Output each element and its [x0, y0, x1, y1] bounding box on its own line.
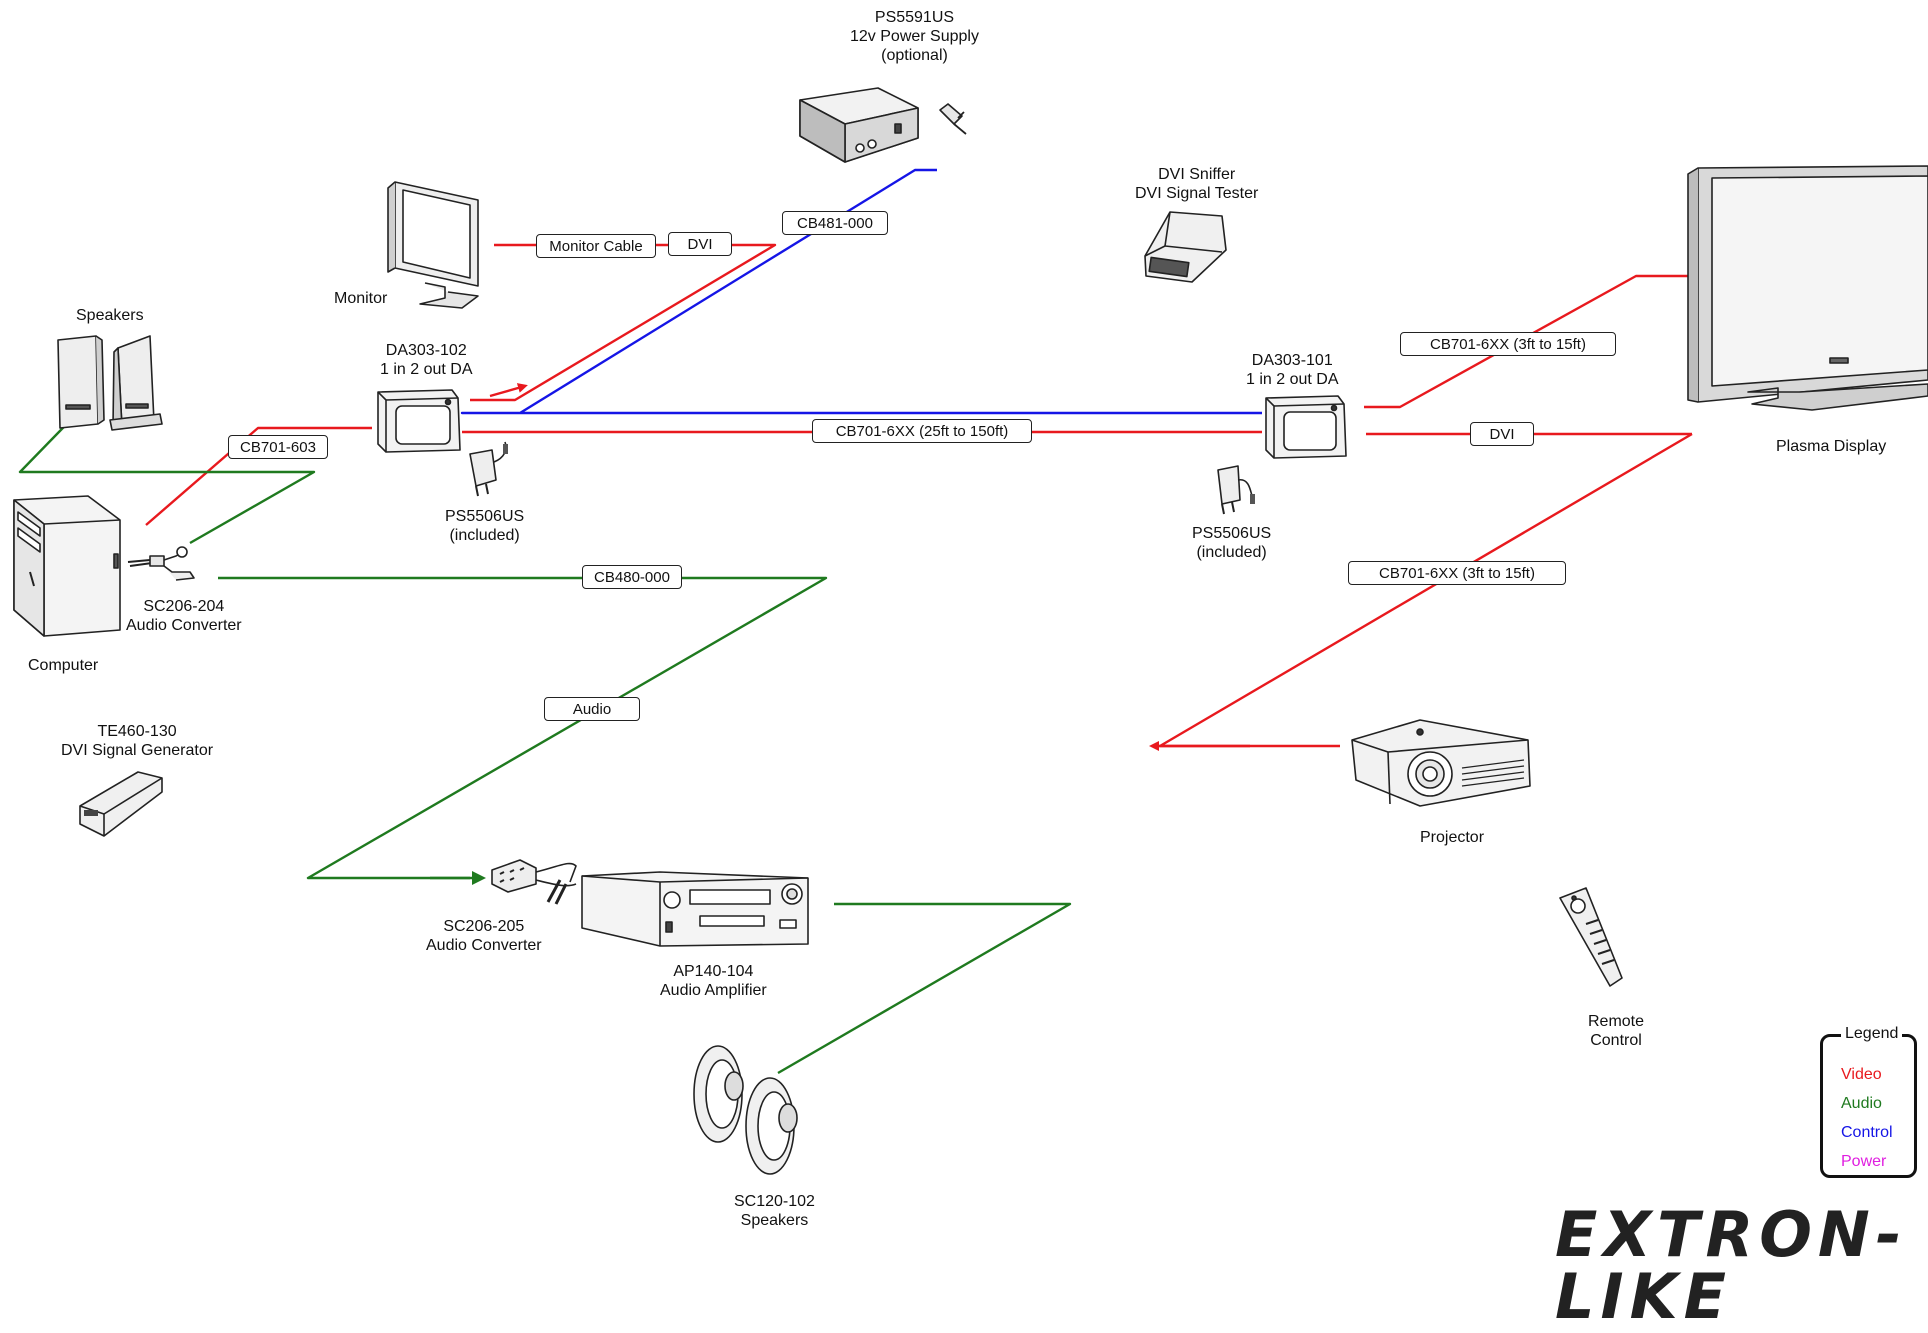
- video-cable-monitor: [470, 243, 777, 402]
- wall-adapter-icon: [1217, 465, 1255, 515]
- signal-generator-icon: [79, 771, 163, 837]
- speakers-pc-label: Speakers: [76, 307, 144, 324]
- cable-tag-monitor-cable: Monitor Cable: [536, 234, 656, 258]
- cable-tag-cb701-long: CB701-6XX (25ft to 150ft): [812, 419, 1032, 443]
- remote-label: Remote Control: [1588, 1013, 1645, 1049]
- control-cable: [460, 168, 1262, 415]
- cable-tag-cb481: CB481-000: [782, 211, 888, 235]
- legend-control: Control: [1841, 1124, 1893, 1141]
- da-right-label: DA303-101 1 in 2 out DA: [1246, 352, 1339, 388]
- distribution-amplifier-icon: [377, 389, 461, 453]
- dvi-sniffer-icon: [1144, 211, 1227, 283]
- audio-cable-amp-speakers: [777, 902, 1072, 1075]
- audio-converter-2-label: SC206-205 Audio Converter: [426, 918, 542, 954]
- desktop-speakers-icon: [57, 335, 163, 431]
- projector-icon: [1351, 719, 1531, 807]
- audio-cable-cb480: [218, 576, 828, 880]
- amplifier-label: AP140-104 Audio Amplifier: [660, 963, 767, 999]
- audio-amplifier-icon: [581, 871, 809, 947]
- speakers-amp-label: SC120-102 Speakers: [734, 1193, 815, 1229]
- ps-right-label: PS5506US (included): [1192, 525, 1272, 561]
- computer-label: Computer: [28, 657, 99, 674]
- brand-logo: EXTRON-LIKE: [1555, 1198, 1908, 1333]
- legend-audio: Audio: [1841, 1095, 1882, 1112]
- legend-title: Legend: [1841, 1024, 1903, 1044]
- audio-cable-speakers: [18, 397, 316, 545]
- cable-tag-monitor-dvi: DVI: [668, 232, 732, 256]
- legend: Legend Video Audio Control Power: [1820, 1024, 1917, 1178]
- plasma-display-label: Plasma Display: [1776, 438, 1887, 455]
- video-cable-pc: [145, 426, 372, 526]
- audio-converter-icon: [491, 859, 577, 905]
- audio-converter-icon: [127, 546, 195, 581]
- power-supply-label: PS5591US 12v Power Supply (optional): [850, 9, 979, 64]
- audio-converter-1-label: SC206-204 Audio Converter: [126, 598, 242, 634]
- remote-control-icon: [1559, 887, 1623, 987]
- legend-video: Video: [1841, 1066, 1882, 1083]
- cable-tag-cb701-603: CB701-603: [228, 435, 328, 459]
- wall-adapter-icon: [469, 441, 508, 497]
- plasma-display-icon: [1687, 165, 1928, 411]
- cable-tag-cb701-projector: CB701-6XX (3ft to 15ft): [1348, 561, 1566, 585]
- dvi-sniffer-label: DVI Sniffer DVI Signal Tester: [1135, 166, 1259, 202]
- monitor-icon: [387, 181, 479, 309]
- connection-diagram: [13, 87, 1928, 1175]
- loudspeakers-icon: [693, 1045, 798, 1175]
- ps-left-label: PS5506US (included): [445, 508, 525, 544]
- computer-tower-icon: [13, 495, 121, 637]
- generator-label: TE460-130 DVI Signal Generator: [61, 723, 214, 759]
- cable-tag-audio: Audio: [544, 697, 640, 721]
- video-arrow-da: [489, 383, 528, 398]
- distribution-amplifier-icon: [1265, 395, 1347, 459]
- monitor-label: Monitor: [334, 290, 388, 307]
- da-left-label: DA303-102 1 in 2 out DA: [380, 342, 473, 378]
- power-supply-box-icon: [799, 87, 967, 163]
- projector-label: Projector: [1420, 829, 1485, 846]
- legend-power: Power: [1841, 1153, 1887, 1170]
- cable-tag-cb701-plasma: CB701-6XX (3ft to 15ft): [1400, 332, 1616, 356]
- video-cable-projector: [1158, 432, 1693, 748]
- cable-tag-cb480: CB480-000: [582, 565, 682, 589]
- cable-tag-plasma-dvi: DVI: [1470, 422, 1534, 446]
